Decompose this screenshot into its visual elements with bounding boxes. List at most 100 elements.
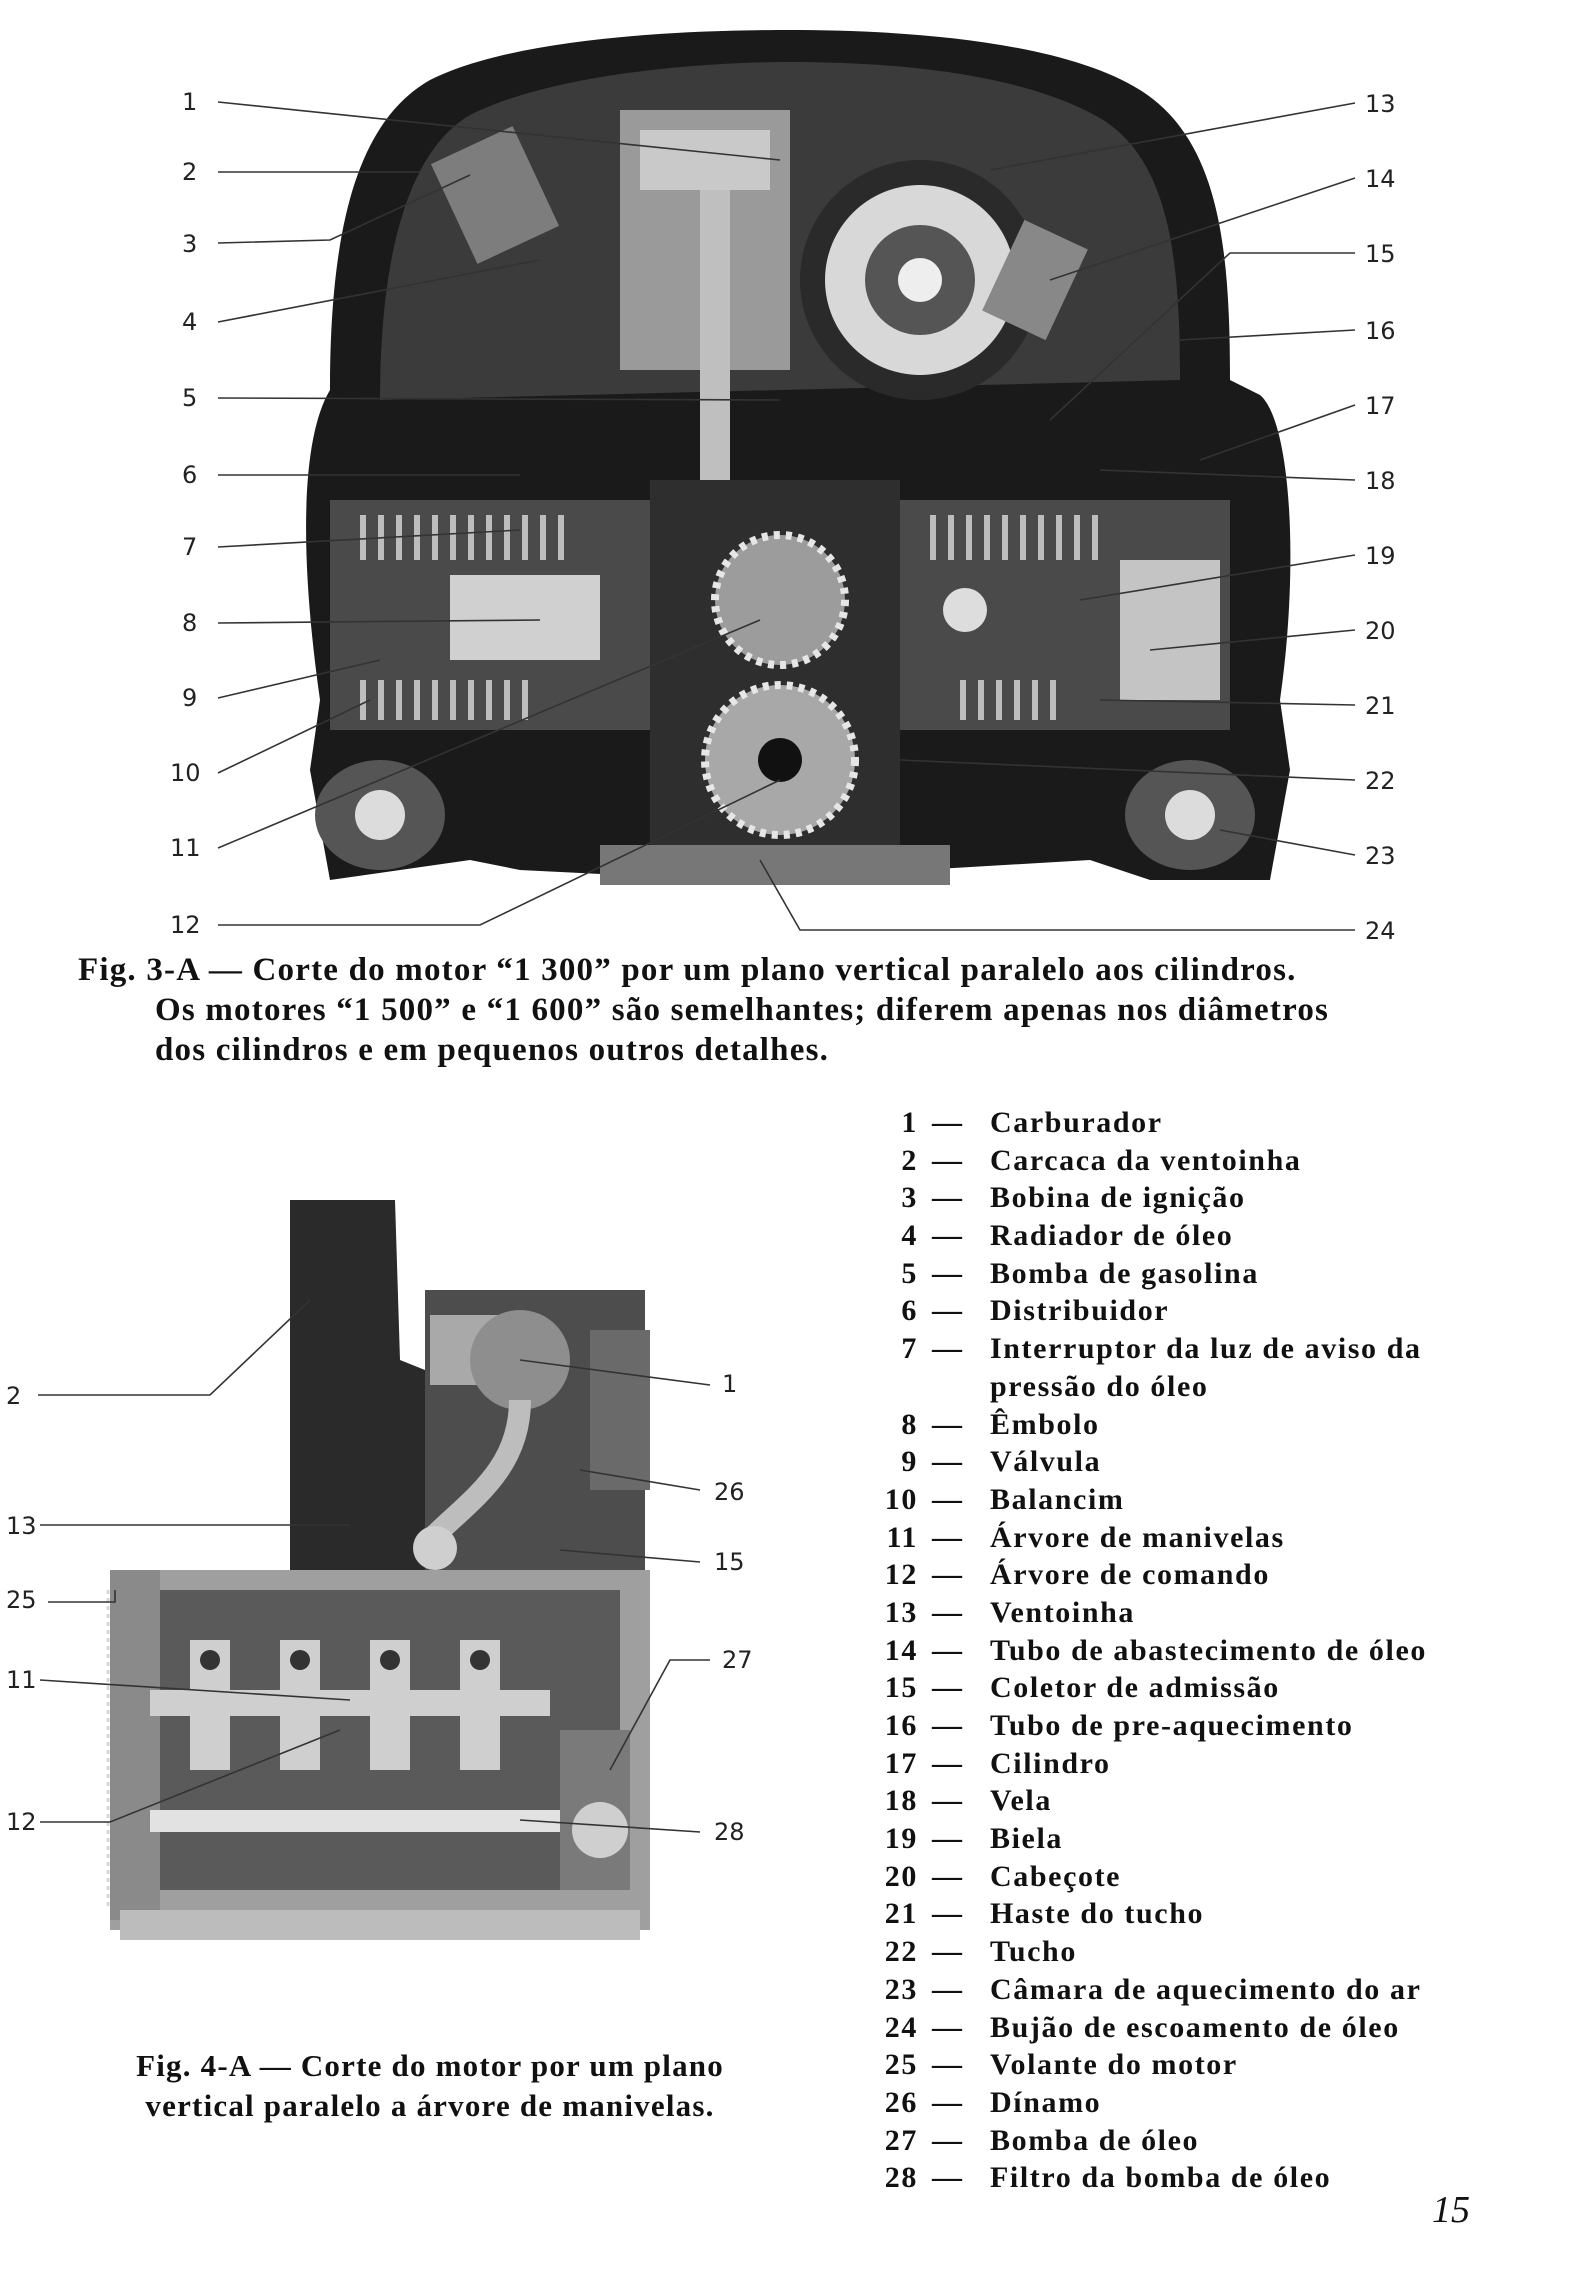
legend-text: Dínamo xyxy=(990,2085,1102,2119)
legend-dash: — xyxy=(932,2085,964,2119)
legend-text: Haste do tucho xyxy=(990,1897,1205,1931)
legend-dash: — xyxy=(932,2123,964,2157)
caption-line: Fig. 4-A — Corte do motor por um plano xyxy=(136,2048,724,2083)
figure-3a-caption: Fig. 3-A — Corte do motor “1 300” por um… xyxy=(78,950,1558,1070)
callout-19: 19 xyxy=(1365,542,1396,570)
legend-text: Bomba de óleo xyxy=(990,2123,1200,2157)
legend-text: Bomba de gasolina xyxy=(990,1256,1259,1290)
legend-dash: — xyxy=(932,1106,964,1139)
callout-10: 10 xyxy=(170,759,201,787)
callout-4: 4 xyxy=(182,308,197,336)
legend-number: 2 xyxy=(901,1143,918,1177)
legend-item: 15—Coletor de admissão xyxy=(880,1669,1560,1707)
legend-dash: — xyxy=(932,2048,964,2082)
legend-number: 4 xyxy=(901,1219,918,1253)
legend-number: 14 xyxy=(884,1633,918,1667)
legend-item: 10—Balancim xyxy=(880,1481,1560,1519)
callout-17: 17 xyxy=(1365,392,1396,420)
callout-11: 11 xyxy=(170,834,201,862)
callout-3: 3 xyxy=(182,230,197,258)
legend-number: 1 xyxy=(901,1106,918,1139)
legend-item: 6—Distribuidor xyxy=(880,1292,1560,1330)
legend-dash: — xyxy=(932,1746,964,1780)
legend-text: Bujão de escoamento de óleo xyxy=(990,2010,1400,2044)
legend-item: 26—Dínamo xyxy=(880,2084,1560,2122)
legend-dash: — xyxy=(932,1482,964,1516)
legend-item: 12—Árvore de comando xyxy=(880,1556,1560,1594)
legend-number: 25 xyxy=(884,2048,918,2082)
legend-text: Filtro da bomba de óleo xyxy=(990,2161,1332,2195)
legend-number: 24 xyxy=(884,2010,918,2044)
legend-text: Biela xyxy=(990,1822,1063,1856)
legend-text: Carburador xyxy=(990,1106,1163,1139)
legend-text: Carcaca da ventoinha xyxy=(990,1143,1302,1177)
legend-number: 5 xyxy=(901,1256,918,1290)
legend-item: 7—Interruptor da luz de aviso da pressão… xyxy=(880,1330,1560,1405)
callout-6: 6 xyxy=(182,461,197,489)
figure-4a-caption: Fig. 4-A — Corte do motor por um plano v… xyxy=(50,2046,810,2126)
legend-number: 19 xyxy=(884,1822,918,1856)
legend-dash: — xyxy=(932,1181,964,1215)
callout-1: 1 xyxy=(182,88,197,116)
callout-15: 15 xyxy=(1365,240,1396,268)
legend-dash: — xyxy=(932,1143,964,1177)
legend-text: Distribuidor xyxy=(990,1294,1170,1328)
legend-item: 17—Cilindro xyxy=(880,1745,1560,1783)
legend-text: Volante do motor xyxy=(990,2048,1238,2082)
legend-item: 14 — Tubo de abastecimento de óleo xyxy=(880,1632,1560,1670)
legend-item: 27 — Bomba de óleo xyxy=(880,2122,1560,2160)
legend-dash: — xyxy=(932,1709,964,1743)
legend-text: Balancim xyxy=(990,1482,1125,1516)
callout-12: 12 xyxy=(170,911,201,939)
legend-number: 23 xyxy=(884,1972,918,2006)
legend-text: Bobina de ignição xyxy=(990,1181,1246,1215)
legend-dash: — xyxy=(932,1633,964,1667)
figure-4a-engine-cross-section: 2 13 25 11 12 1 26 15 27 28 xyxy=(6,1200,753,1940)
legend-number: 7 xyxy=(901,1332,918,1366)
callout-14: 14 xyxy=(1365,165,1396,193)
legend-dash: — xyxy=(932,1407,964,1441)
legend-number: 18 xyxy=(884,1784,918,1818)
legend-item: 18—Vela xyxy=(880,1782,1560,1820)
callout-28: 28 xyxy=(714,1818,745,1846)
legend-number: 11 xyxy=(886,1520,918,1554)
caption-line: Fig. 3-A — Corte do motor “1 300” por um… xyxy=(78,952,1297,988)
legend-item: 8—Êmbolo xyxy=(880,1406,1560,1444)
legend-dash: — xyxy=(932,1784,964,1818)
legend-dash: — xyxy=(932,1935,964,1969)
callout-13: 13 xyxy=(1365,90,1396,118)
legend-number: 16 xyxy=(884,1709,918,1743)
callout-9: 9 xyxy=(182,684,197,712)
legend-dash: — xyxy=(932,1256,964,1290)
callout-27: 27 xyxy=(722,1646,753,1674)
legend-dash: — xyxy=(932,1294,964,1328)
legend-text: Tubo de abastecimento de óleo xyxy=(990,1633,1427,1667)
legend-text: Coletor de admissão xyxy=(990,1671,1280,1705)
legend-number: 22 xyxy=(884,1935,918,1969)
legend-item: 11—Árvore de manivelas xyxy=(880,1519,1560,1557)
legend-number: 21 xyxy=(884,1897,918,1931)
figure-3a-left-labels: 1 2 3 4 5 6 7 8 9 10 11 12 xyxy=(170,88,201,939)
callout-16: 16 xyxy=(1365,317,1396,345)
parts-legend: 1—Carburador 2—Carcaca da ventoinha 3—Bo… xyxy=(880,1104,1560,2197)
legend-dash: — xyxy=(932,1445,964,1479)
legend-text: Árvore de manivelas xyxy=(990,1520,1285,1554)
callout-22: 22 xyxy=(1365,767,1396,795)
legend-number: 27 xyxy=(884,2123,918,2157)
legend-text: Câmara de aquecimento do ar xyxy=(990,1972,1422,2006)
legend-item: 3—Bobina de ignição xyxy=(880,1179,1560,1217)
callout-13: 13 xyxy=(6,1512,37,1540)
legend-item: 5 — Bomba de gasolina xyxy=(880,1255,1560,1293)
legend-number: 28 xyxy=(884,2161,918,2195)
legend-item: 9—Válvula xyxy=(880,1443,1560,1481)
legend-text: Interruptor da luz de aviso da pressão d… xyxy=(990,1332,1422,1403)
legend-dash: — xyxy=(932,1972,964,2006)
callout-2: 2 xyxy=(182,158,197,186)
figure-3a-right-labels: 13 14 15 16 17 18 19 20 21 22 23 24 xyxy=(1365,90,1396,940)
legend-item: 20—Cabeçote xyxy=(880,1858,1560,1896)
legend-number: 12 xyxy=(884,1558,918,1592)
legend-item: 24—Bujão de escoamento de óleo xyxy=(880,2009,1560,2047)
legend-dash: — xyxy=(932,1219,964,1253)
legend-text: Radiador de óleo xyxy=(990,1219,1234,1253)
legend-number: 15 xyxy=(884,1671,918,1705)
